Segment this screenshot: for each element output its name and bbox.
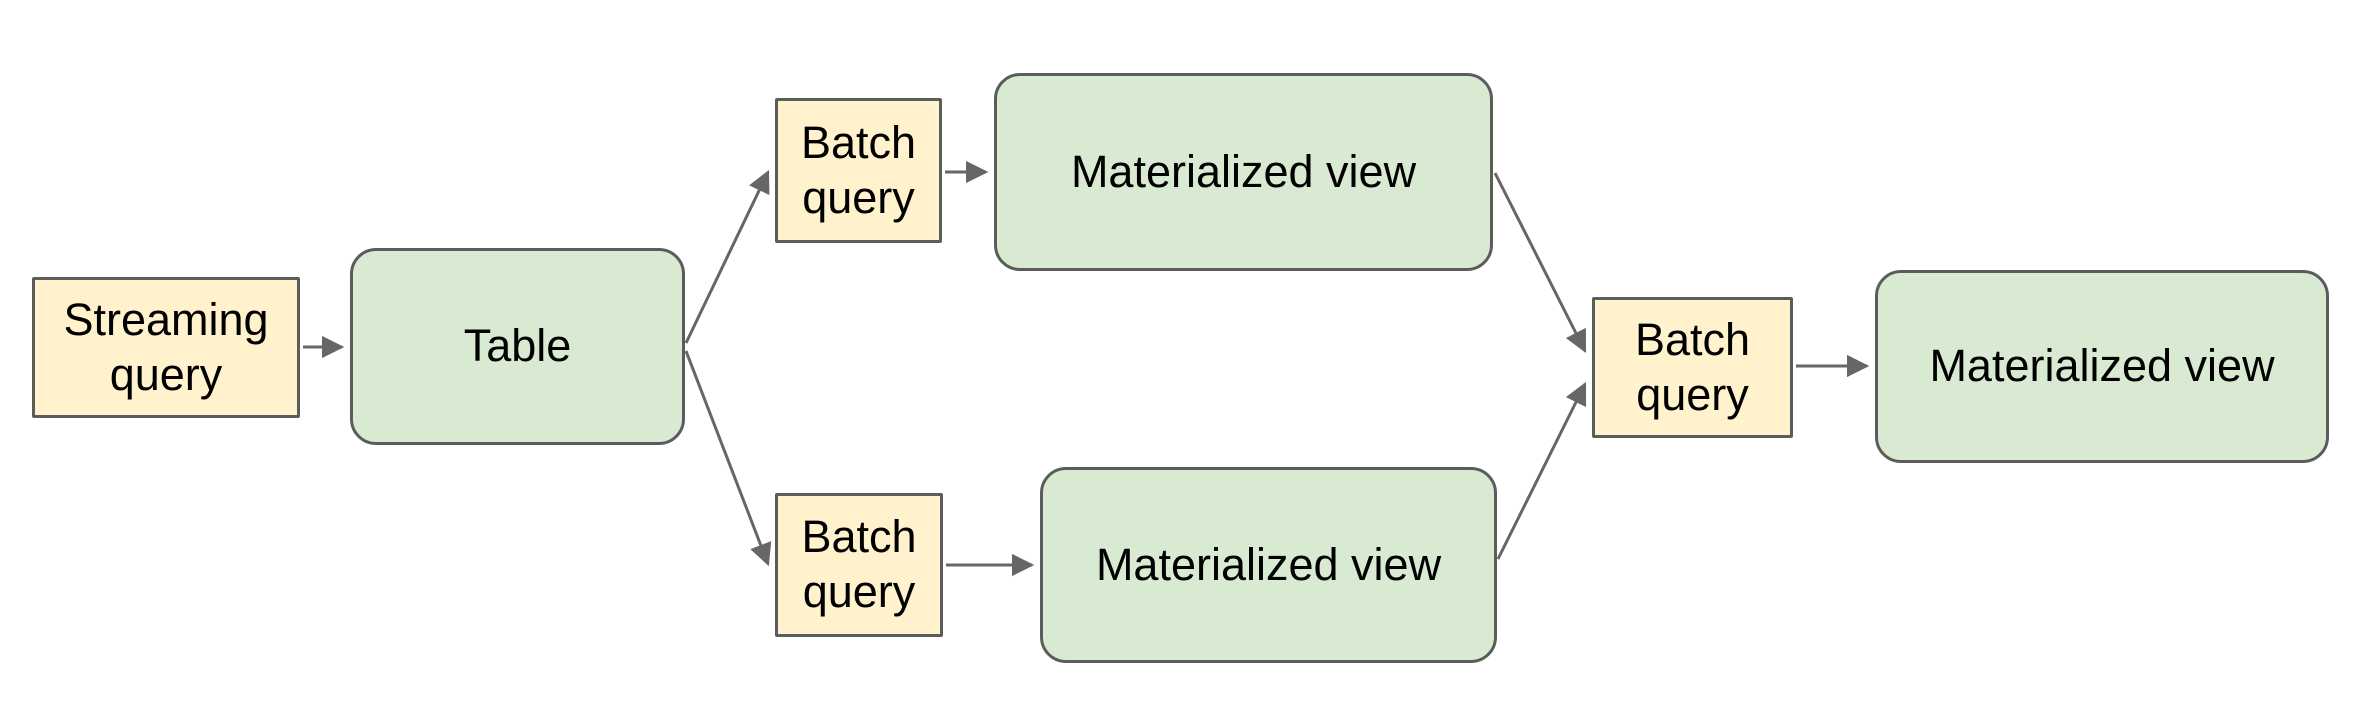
edge-table-to-batch-query-top [684,169,770,344]
node-table: Table [350,248,685,445]
node-batch-query-right-label: Batch query [1634,313,1751,420]
node-batch-query-top-label: Batch query [800,116,917,223]
node-streaming-query: Streaming query [32,277,300,418]
node-batch-query-top: Batch query [775,98,942,243]
node-batch-query-right: Batch query [1592,297,1793,438]
node-table-label: Table [463,320,572,372]
node-batch-query-bottom: Batch query [775,493,943,637]
edge-materialized-view-top-to-batch-query-right [1493,172,1587,354]
node-streaming-query-label: Streaming query [63,293,269,400]
edge-materialized-view-bottom-to-batch-query-right [1496,381,1587,560]
node-materialized-view-right-label: Materialized view [1929,340,2275,392]
node-batch-query-bottom-label: Batch query [801,511,917,617]
node-materialized-view-bottom-label: Materialized view [1095,538,1442,590]
node-materialized-view-top: Materialized view [994,73,1493,271]
node-materialized-view-right: Materialized view [1875,270,2329,463]
node-materialized-view-bottom: Materialized view [1040,467,1497,663]
edge-table-to-batch-query-bottom [684,350,772,567]
node-materialized-view-top-label: Materialized view [1070,145,1417,197]
